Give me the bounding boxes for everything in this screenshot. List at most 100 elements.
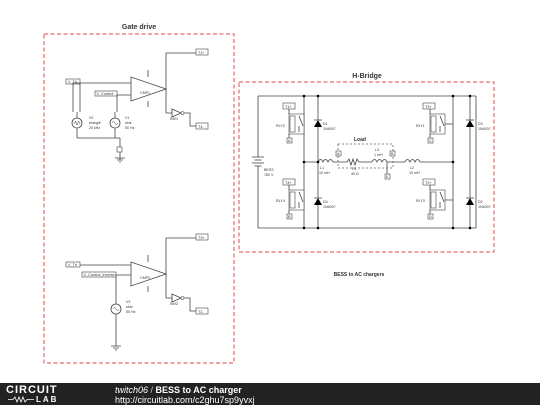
l2-value: 10 mH <box>409 171 420 175</box>
cmp2-label: CMP2 <box>140 276 150 280</box>
net-label-vcontrol-text: V_Control <box>97 92 114 96</box>
l1-value: 10 mH <box>319 171 330 175</box>
diode-d3 <box>466 119 474 127</box>
gate-in-t3plus <box>422 102 436 110</box>
gate-out-t3plus-text: T3+ <box>198 236 205 240</box>
schematic-drawing: Gate drive V_Tri V_Control CMP1 V2 trian… <box>43 24 495 364</box>
net-label-vtri-2-text: V_Tri <box>68 263 77 267</box>
footer-bar: CIRCUIT LAB twitch06 / BESS to AC charge… <box>0 383 540 405</box>
ground-d <box>427 213 434 220</box>
inductor-l3 <box>371 159 388 163</box>
rly4-label: RLY4 <box>276 199 285 203</box>
gate-drive-lower: V_Tri V_Control_inverse CMP2 V3 sine 50 … <box>65 233 209 351</box>
r1-name: R1 <box>352 167 357 171</box>
load-node-b-text: B <box>391 152 394 156</box>
bess-battery <box>252 156 264 167</box>
gate-drive-upper: V_Tri V_Control CMP1 V2 triangle 20 kHz … <box>65 48 209 163</box>
gnd-ref-upper <box>116 146 123 153</box>
v3-freq: 50 Hz <box>126 310 136 314</box>
d2-name: D2 <box>478 200 483 204</box>
d2-part: 1N4007 <box>478 205 491 209</box>
title-separator: / <box>148 385 156 395</box>
v2-type: triangle <box>89 121 101 125</box>
net-label-vcontrol-inverse-text: V_Control_inverse <box>84 273 115 277</box>
gate-drive-section: Gate drive V_Tri V_Control CMP1 V2 trian… <box>43 24 235 364</box>
v3-type: sine <box>126 305 133 309</box>
load-title: Load <box>354 137 366 143</box>
author-name[interactable]: twitch06 <box>115 385 149 395</box>
h-bridge-frame <box>238 81 495 253</box>
diode-d1 <box>314 96 322 157</box>
circuitlab-logo[interactable]: CIRCUIT LAB <box>6 384 96 405</box>
l3-value: 1 mH <box>374 153 383 157</box>
inv2-label: INV2 <box>170 302 178 306</box>
r1-value: 40 Ω <box>351 172 359 176</box>
cmp1-label: CMP1 <box>140 91 150 95</box>
ground-a <box>286 137 293 144</box>
ground-d-text: D <box>429 215 432 219</box>
gate-out-t4minus <box>195 122 209 130</box>
gate-in-t3plus-text: T3+ <box>425 105 432 109</box>
v2-name: V2 <box>89 116 93 120</box>
load-node-a <box>335 150 342 157</box>
inv1-label: INV1 <box>170 117 178 121</box>
v1-type: sine <box>125 121 132 125</box>
load-box <box>337 143 394 169</box>
gate-in-t1plus-text: T1+ <box>285 105 292 109</box>
diode-d2 <box>466 197 474 205</box>
net-label-vcontrol <box>94 90 118 97</box>
d1-part: 1N4007 <box>323 127 336 131</box>
bess-voltage: 780 V <box>264 173 274 177</box>
ground-b-text: B <box>288 215 291 219</box>
d4-name: D4 <box>323 200 328 204</box>
gate-out-t4minus-text: T4- <box>198 125 204 129</box>
rly3-label: RLY3 <box>416 199 425 203</box>
circuit-url-link[interactable]: http://circuitlab.com/c2ghu7sp9yvxj <box>115 395 255 405</box>
d3-part: 1N4007 <box>478 127 491 131</box>
gate-drive-frame <box>43 33 235 364</box>
v1-name: V1 <box>125 116 129 120</box>
h-bridge-title: H-Bridge <box>352 73 382 80</box>
ground-e-text: E <box>386 175 389 179</box>
gate-out-t1plus <box>195 48 209 56</box>
resistor-r1 <box>333 157 372 167</box>
load-node-b <box>389 150 396 157</box>
logo-text-bottom: LAB <box>36 395 59 404</box>
ground-b <box>286 213 293 220</box>
bess-name: BESS <box>264 168 274 172</box>
inductor-l2 <box>404 159 421 163</box>
circuit-title-line: twitch06 / BESS to AC charger <box>115 385 242 395</box>
gate-in-t2plus-text: T2+ <box>425 181 432 185</box>
inverter-inv2 <box>171 293 182 303</box>
load-node-a-text: A <box>337 152 340 156</box>
l1-name: L1 <box>320 166 324 170</box>
d4-part: 1N4007 <box>323 205 336 209</box>
gate-out-t2minus <box>195 307 209 315</box>
logo-text-top: CIRCUIT <box>6 384 58 396</box>
ground-c-text: C <box>429 139 432 143</box>
inverter-inv1 <box>171 108 182 118</box>
caption-bess-to-ac: BESS to AC chargers <box>334 272 385 278</box>
gate-in-t4plus-text: T4+ <box>285 181 292 185</box>
comparator-cmp1 <box>130 76 168 102</box>
circuit-title: BESS to AC charger <box>155 385 242 395</box>
ground-a-text: A <box>288 139 291 143</box>
rly1-label: RLY1 <box>416 124 425 128</box>
v3-name: V3 <box>126 300 130 304</box>
ground-c <box>427 137 434 144</box>
h-bridge-section: H-Bridge BESS 780 V RLY2 T1+ A RLY4 T4+ … <box>238 73 495 253</box>
waveform-icon <box>8 396 34 403</box>
inductor-l1 <box>317 159 334 163</box>
v1-freq: 50 Hz <box>125 126 135 130</box>
gate-out-t1plus-text: T1+ <box>198 51 205 55</box>
gate-in-t2plus <box>422 178 436 186</box>
rly2-label: RLY2 <box>276 124 285 128</box>
v2-freq: 20 kHz <box>89 126 100 130</box>
gate-out-t2minus-text: T2- <box>198 310 204 314</box>
ground-e <box>384 173 391 180</box>
net-label-vcontrol-inverse <box>81 271 117 278</box>
source-v2 <box>71 117 83 129</box>
gate-drive-title: Gate drive <box>122 24 156 31</box>
d3-name: D3 <box>478 122 483 126</box>
gate-out-t3plus <box>195 233 209 241</box>
